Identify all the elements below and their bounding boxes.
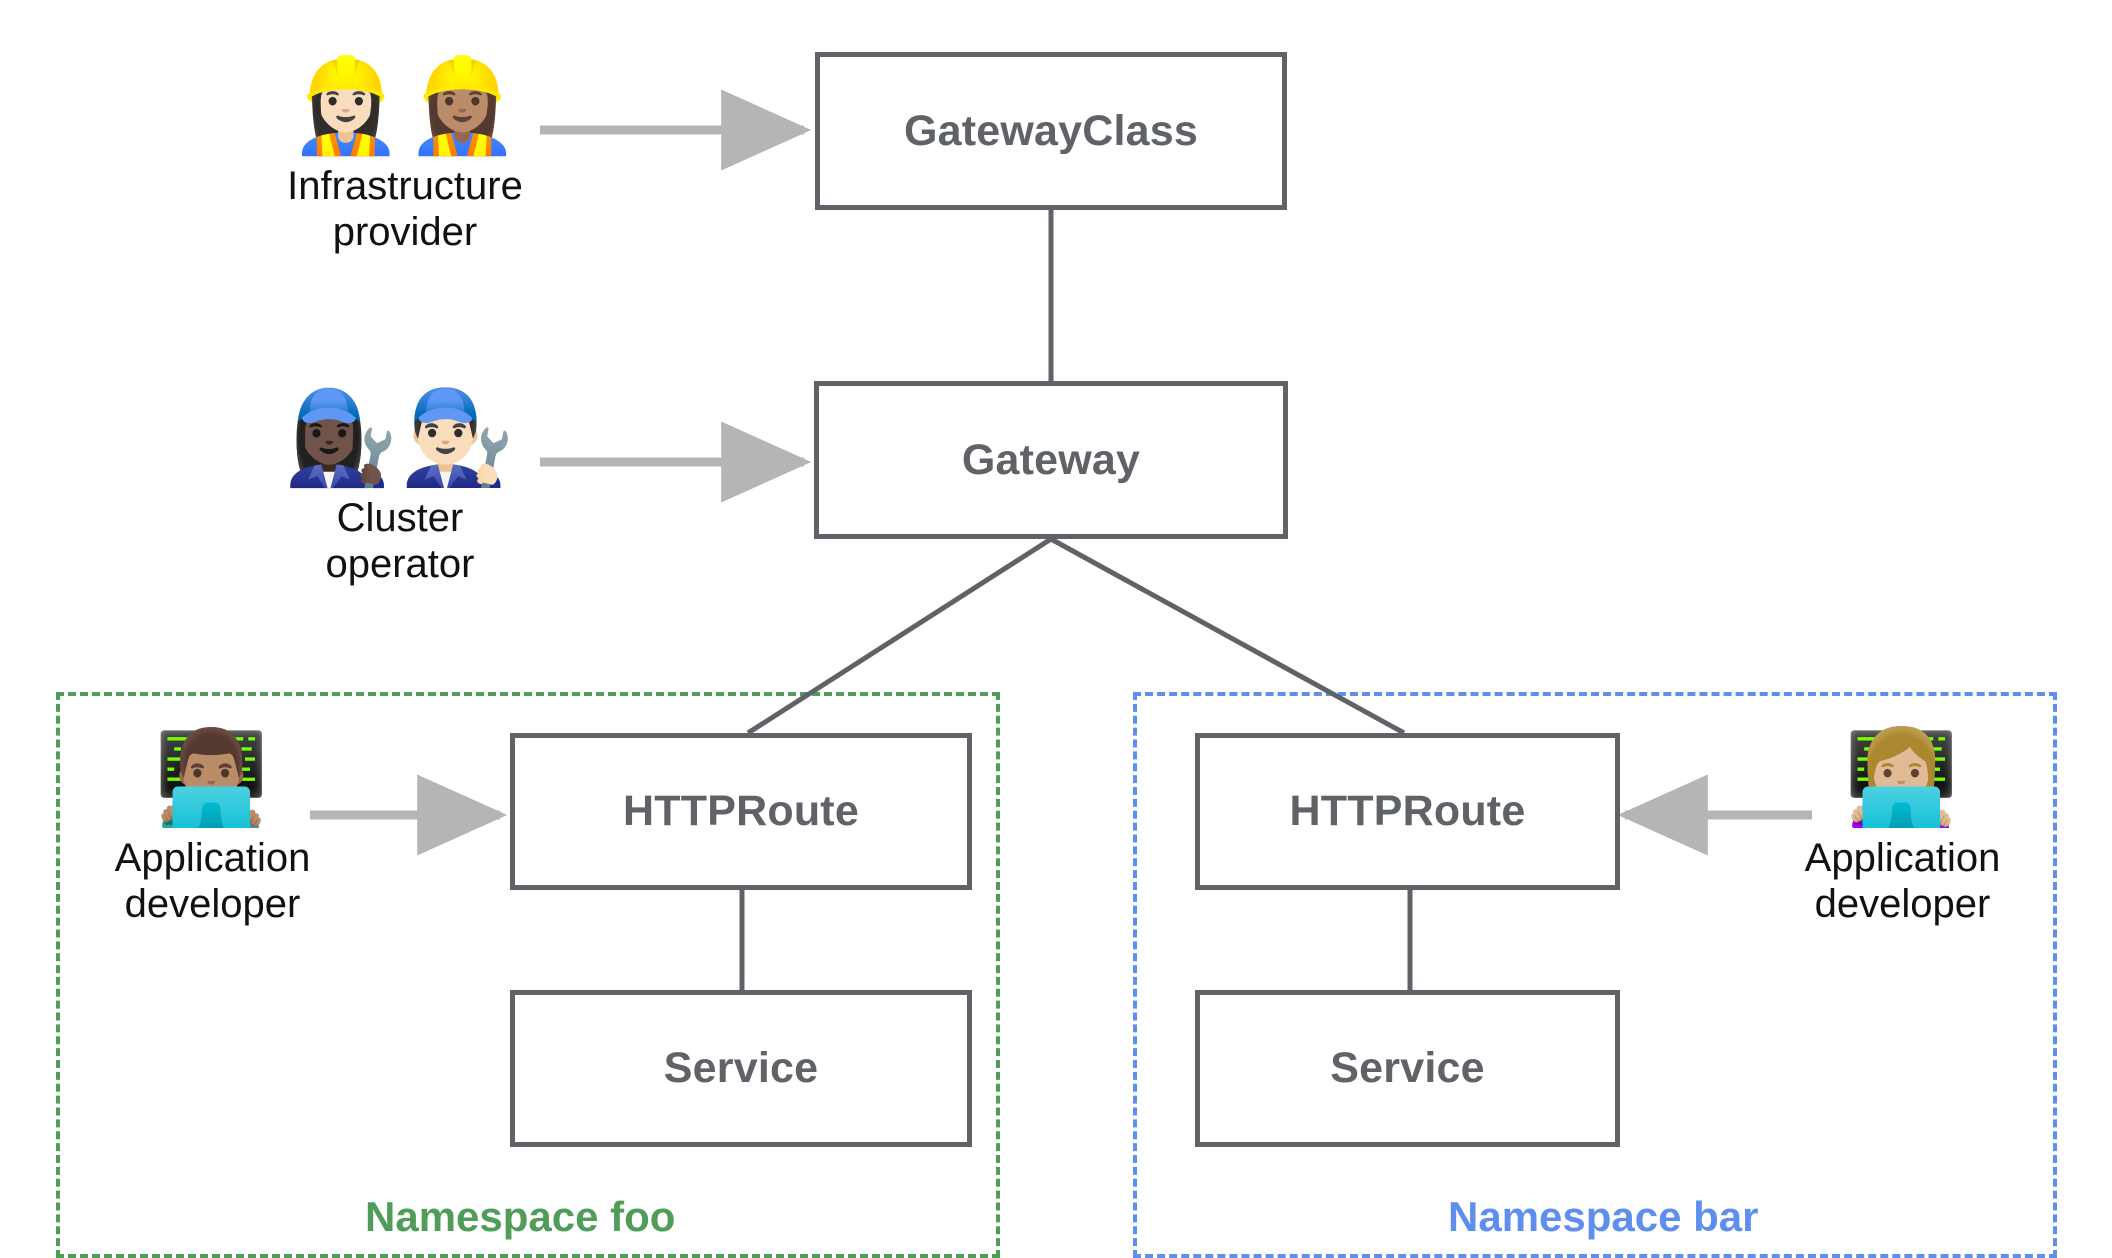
persona-cluster-operator-label: Cluster operator xyxy=(325,495,475,586)
gateway-box[interactable]: Gateway xyxy=(814,381,1288,539)
persona-infrastructure-provider: 👷🏻‍♀️👷🏽‍♀️ Infrastructure provider xyxy=(275,52,535,255)
persona-app-developer-foo: 👨🏽‍💻 Application developer xyxy=(100,724,325,927)
gateway-label: Gateway xyxy=(961,435,1141,484)
httproute-foo-box[interactable]: HTTPRoute xyxy=(510,733,972,890)
namespace-foo-container xyxy=(56,692,1000,1258)
gatewayclass-label: GatewayClass xyxy=(903,106,1198,155)
persona-cluster-operator: 👩🏿‍🔧👨🏻‍🔧 Cluster operator xyxy=(270,384,530,587)
httproute-bar-box[interactable]: HTTPRoute xyxy=(1195,733,1620,890)
httproute-foo-label: HTTPRoute xyxy=(623,787,859,835)
httproute-bar-label: HTTPRoute xyxy=(1289,787,1526,835)
service-bar-box[interactable]: Service xyxy=(1195,990,1620,1147)
mechanic-icon: 👩🏿‍🔧👨🏻‍🔧 xyxy=(283,384,517,491)
namespace-bar-container xyxy=(1133,692,2057,1258)
service-bar-label: Service xyxy=(1330,1044,1485,1092)
technologist-icon: 👩🏼‍💻 xyxy=(1844,724,1961,831)
service-foo-box[interactable]: Service xyxy=(510,990,972,1147)
persona-infrastructure-provider-label: Infrastructure provider xyxy=(287,163,523,254)
namespace-bar-label: Namespace bar xyxy=(1448,1193,1759,1240)
technologist-icon: 👨🏽‍💻 xyxy=(154,724,271,831)
persona-app-developer-foo-label: Application developer xyxy=(114,835,311,926)
service-foo-label: Service xyxy=(663,1044,819,1092)
persona-app-developer-bar: 👩🏼‍💻 Application developer xyxy=(1790,724,2015,927)
construction-worker-icon: 👷🏻‍♀️👷🏽‍♀️ xyxy=(288,52,522,159)
persona-app-developer-bar-label: Application developer xyxy=(1804,835,2001,926)
gatewayclass-box[interactable]: GatewayClass xyxy=(815,52,1287,210)
namespace-foo-label: Namespace foo xyxy=(365,1193,676,1240)
